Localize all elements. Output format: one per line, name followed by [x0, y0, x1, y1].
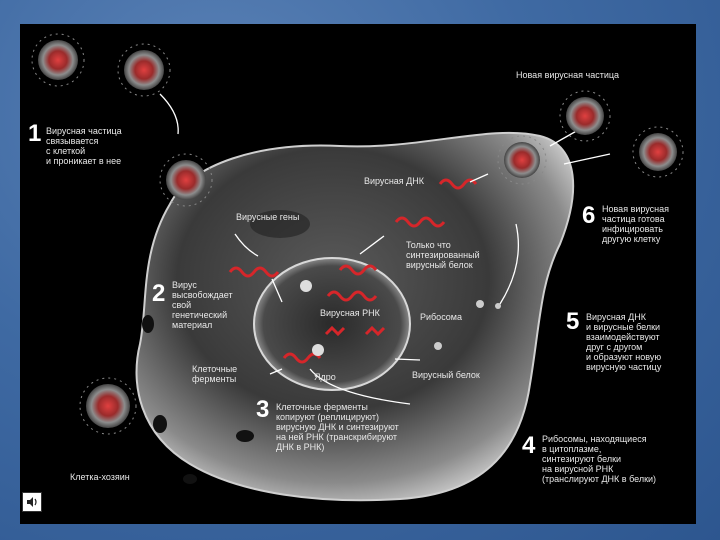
step2-label: Вирус высвобождает свой генетический мат… [172, 280, 233, 330]
nucleus [254, 258, 410, 390]
new-particle-label: Новая вирусная частица [516, 70, 619, 80]
step4-label: Рибосомы, находящиеся в цитоплазме, синт… [542, 434, 656, 484]
sound-icon[interactable] [22, 492, 42, 512]
step-number-5: 5 [566, 310, 579, 334]
step-number-3: 3 [256, 398, 269, 422]
step-number-1: 1 [28, 122, 41, 146]
new-protein-label: Только что синтезированный вирусный бело… [406, 240, 480, 270]
cell-enzymes-label: Клеточные ферменты [192, 364, 237, 384]
virus-particle-new [560, 91, 610, 141]
ribosome-label: Рибосома [420, 312, 462, 322]
step5-label: Вирусная ДНК и вирусные белки взаимодейс… [586, 312, 661, 372]
viral-rna-label: Вирусная РНК [320, 308, 380, 318]
viral-protein-label: Вирусный белок [412, 370, 480, 380]
viral-genes-label: Вирусные гены [236, 212, 299, 222]
virus-particle-4 [80, 378, 136, 434]
virus-particle-released [633, 127, 683, 177]
diagram-frame: 1 2 3 4 5 6 Вирусная частица связывается… [20, 24, 696, 524]
step6-label: Новая вирусная частица готова инфицирова… [602, 204, 669, 244]
step3-label: Клеточные ферменты копируют (реплицируют… [276, 402, 399, 452]
step-number-2: 2 [152, 282, 165, 306]
step1-label: Вирусная частица связывается с клеткой и… [46, 126, 122, 166]
host-cell-label: Клетка-хозяин [70, 472, 130, 482]
nucleus-label: Ядро [314, 372, 336, 382]
virus-particle-2 [118, 44, 170, 96]
virus-particle-1 [32, 34, 84, 86]
viral-dna-label: Вирусная ДНК [364, 176, 424, 186]
step-number-4: 4 [522, 434, 535, 458]
step-number-6: 6 [582, 204, 595, 228]
